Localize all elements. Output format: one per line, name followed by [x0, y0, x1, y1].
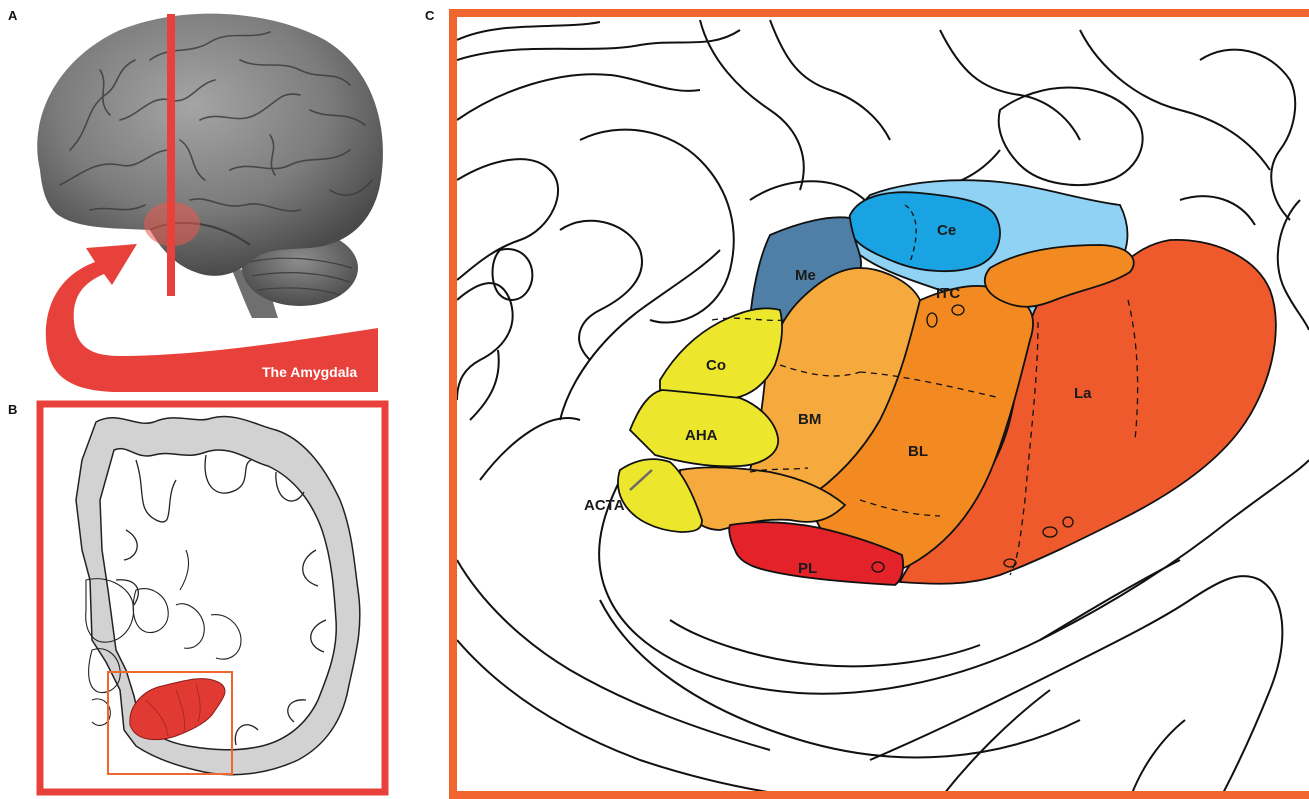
- label-itc: ITC: [936, 285, 960, 302]
- panel-label-c: C: [425, 8, 434, 23]
- panel-c-amygdala-detail: Ce Me ITC Co AHA BM BL La ACTA PL: [440, 0, 1309, 799]
- label-co: Co: [706, 357, 726, 374]
- label-bl: BL: [908, 443, 928, 460]
- label-aha: AHA: [685, 427, 718, 444]
- amygdala-callout-label: The Amygdala: [262, 364, 357, 380]
- coronal-slice-line: [167, 14, 175, 296]
- label-ce: Ce: [937, 222, 956, 239]
- label-la: La: [1074, 385, 1092, 402]
- cerebrum-shape: [37, 14, 383, 276]
- label-bm: BM: [798, 411, 821, 428]
- panel-a-brain: The Amygdala: [0, 0, 400, 395]
- label-me: Me: [795, 267, 816, 284]
- label-acta: ACTA: [584, 497, 625, 514]
- label-pl: PL: [798, 560, 817, 577]
- panel-b-coronal-section: [36, 400, 396, 798]
- panel-label-b: B: [8, 402, 17, 417]
